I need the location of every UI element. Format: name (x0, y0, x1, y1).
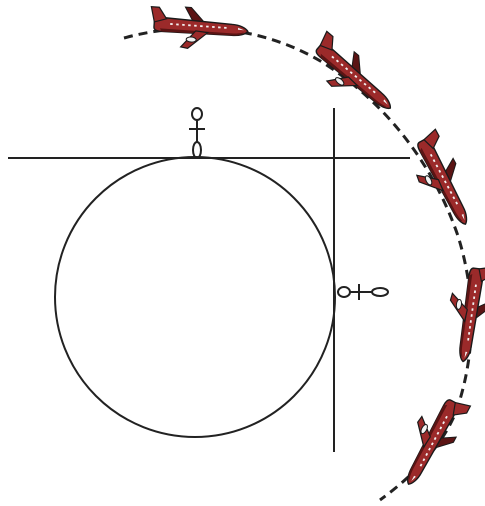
airplane-icon (302, 30, 403, 124)
earth-circle (55, 157, 335, 437)
airplane-icon (149, 5, 250, 53)
airplane-icon (442, 262, 485, 365)
airplane-icon (390, 388, 472, 494)
observer-side-icon (338, 284, 388, 300)
observer-top-icon (189, 108, 205, 158)
airplane-sequence (149, 5, 485, 494)
airplane-icon (401, 128, 483, 234)
